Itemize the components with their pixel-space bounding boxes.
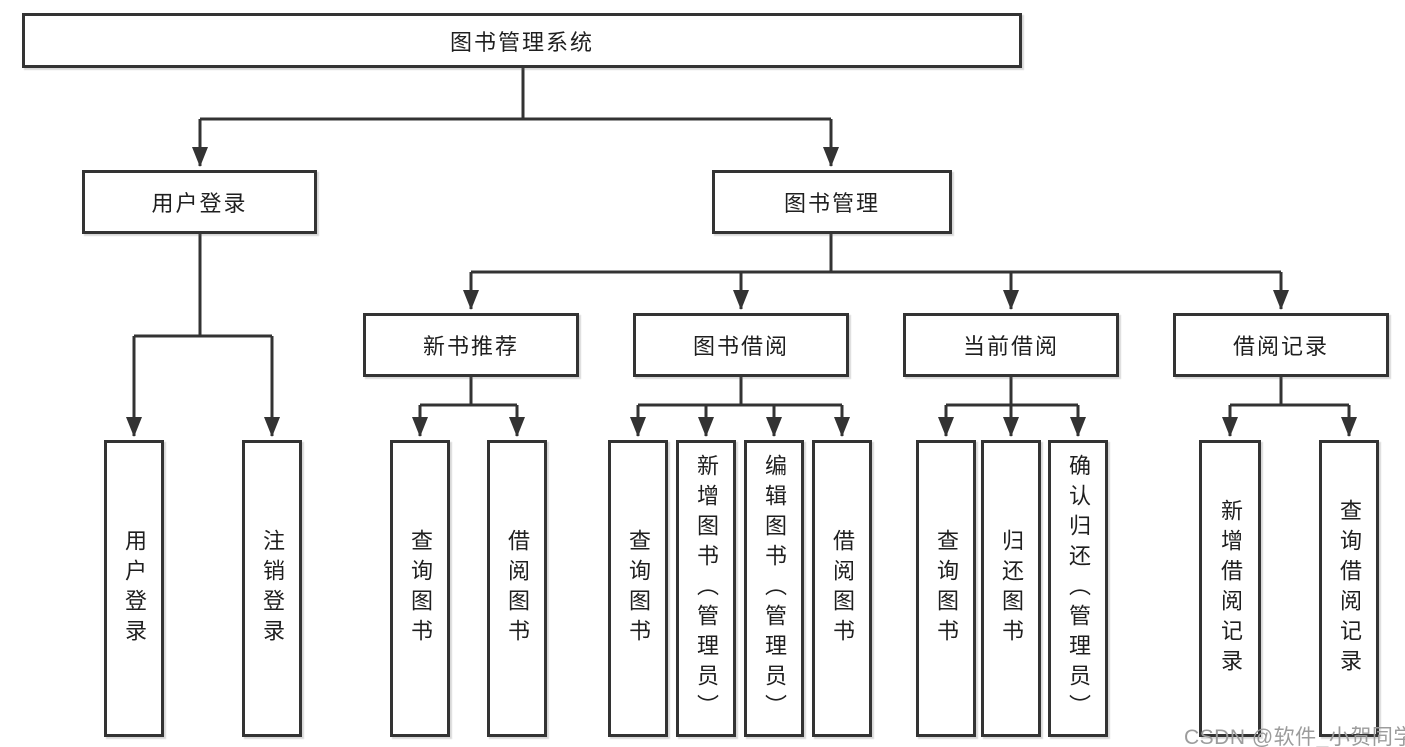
leaf-add-borrow-record: 新增借阅记录 [1199, 440, 1261, 737]
connector-root-trunk [200, 68, 831, 121]
leaf-edit-books-admin: 编辑图书（管理员） [744, 440, 804, 737]
leaf-search-books-borrowing: 查询图书 [608, 440, 668, 737]
node-current-borrowing: 当前借阅 [903, 313, 1119, 377]
leaf-add-books-admin: 新增图书（管理员） [676, 440, 736, 737]
connector-user-login-trunk [134, 234, 272, 338]
node-label: 图书借阅 [692, 334, 789, 359]
node-book-management: 图书管理 [712, 170, 952, 234]
leaf-borrow-books-recommend: 借阅图书 [487, 440, 547, 737]
connector-book-borrowing-trunk [638, 377, 842, 407]
leaf-search-books-recommend: 查询图书 [390, 440, 450, 737]
node-label: 借阅记录 [1232, 334, 1329, 359]
leaf-borrow-books-borrowing: 借阅图书 [812, 440, 872, 737]
node-label: 归还图书 [999, 528, 1024, 649]
connector-book-management-trunk [471, 234, 1281, 274]
leaf-search-borrow-record: 查询借阅记录 [1319, 440, 1379, 737]
node-label: 图书管理系统 [449, 29, 594, 55]
node-label: 注销登录 [260, 528, 285, 649]
node-label: 编辑图书（管理员） [762, 453, 787, 724]
node-library-management-system: 图书管理系统 [22, 13, 1022, 68]
node-label: 图书管理 [783, 191, 880, 216]
node-label: 查询图书 [408, 528, 433, 649]
leaf-confirm-return-admin: 确认归还（管理员） [1048, 440, 1108, 737]
connector-current-borrowing-trunk [946, 377, 1078, 407]
node-new-book-recommendation: 新书推荐 [363, 313, 579, 377]
connector-borrowing-records-trunk [1230, 377, 1349, 407]
csdn-watermark: CSDN @软件_小贺同学 [1184, 726, 1405, 747]
node-label: 新增图书（管理员） [694, 453, 719, 724]
leaf-return-books: 归还图书 [981, 440, 1041, 737]
node-label: 查询借阅记录 [1337, 498, 1362, 679]
node-label: 确认归还（管理员） [1066, 453, 1091, 724]
node-label: 借阅图书 [830, 528, 855, 649]
node-borrowing-records: 借阅记录 [1173, 313, 1389, 377]
node-user-login: 用户登录 [82, 170, 317, 234]
node-label: 新书推荐 [422, 334, 519, 359]
node-book-borrowing: 图书借阅 [633, 313, 849, 377]
node-label: 当前借阅 [962, 334, 1059, 359]
node-label: 用户登录 [151, 191, 248, 216]
connector-new-book-trunk [420, 377, 517, 407]
leaf-logout: 注销登录 [242, 440, 302, 737]
leaf-user-login: 用户登录 [104, 440, 164, 737]
node-label: 新增借阅记录 [1218, 498, 1243, 679]
node-label: 用户登录 [122, 528, 147, 649]
leaf-search-books-current: 查询图书 [916, 440, 976, 737]
node-label: 查询图书 [626, 528, 651, 649]
node-label: 借阅图书 [505, 528, 530, 649]
node-label: 查询图书 [934, 528, 959, 649]
